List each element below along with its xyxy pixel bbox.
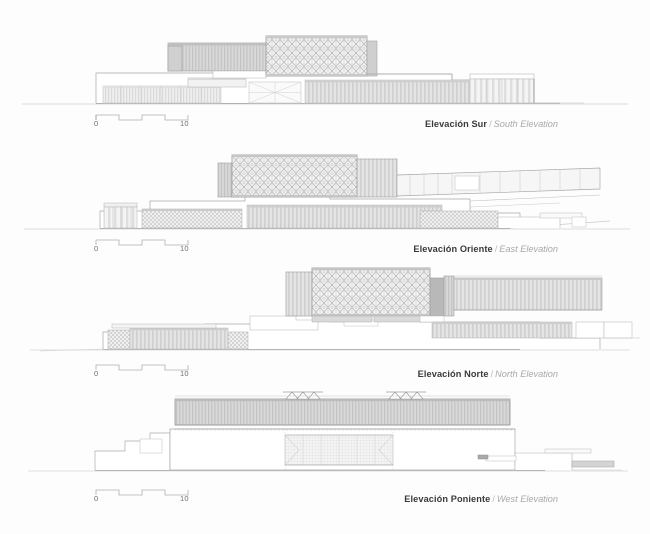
elevation-title-en: South Elevation xyxy=(493,119,558,129)
scale-bar-west xyxy=(90,486,210,510)
panel-footer-west: 0 10 Elevación Poniente/West Elevation xyxy=(0,484,650,510)
elevation-title-es: Elevación Norte xyxy=(417,369,489,379)
elevation-caption-east: Elevación Oriente/East Elevation xyxy=(413,244,558,254)
elevation-caption-west: Elevación Poniente/West Elevation xyxy=(404,494,558,504)
caption-separator: / xyxy=(490,369,494,379)
panel-footer-south: 0 10 Elevación Sur/South Elevation xyxy=(0,109,650,135)
elevation-title-en: East Elevation xyxy=(499,244,558,254)
elevation-panel-south: 0 10 Elevación Sur/South Elevation xyxy=(0,8,650,133)
elevation-drawing-south xyxy=(0,8,650,113)
elevation-panel-west: 0 10 Elevación Poniente/West Elevation xyxy=(0,383,650,508)
scale-label-start: 0 xyxy=(94,119,99,128)
scale-bar-north xyxy=(90,361,210,385)
scale-label-start: 0 xyxy=(94,244,99,253)
scale-label-end: 10 xyxy=(180,369,189,378)
elevation-drawing-east xyxy=(0,133,650,238)
panel-footer-east: 0 10 Elevación Oriente/East Elevation xyxy=(0,234,650,260)
panel-footer-north: 0 10 Elevación Norte/North Elevation xyxy=(0,359,650,385)
scale-bar-south xyxy=(90,111,210,135)
elevation-drawing-west xyxy=(0,383,650,488)
elevation-title-es: Elevación Poniente xyxy=(404,494,491,504)
scale-bar-east xyxy=(90,236,210,260)
caption-separator: / xyxy=(494,244,498,254)
elevation-drawing-north xyxy=(0,258,650,363)
elevation-panel-east: 0 10 Elevación Oriente/East Elevation xyxy=(0,133,650,258)
caption-separator: / xyxy=(492,494,495,504)
elevation-panel-north: 0 10 Elevación Norte/North Elevation xyxy=(0,258,650,383)
elevation-title-en: West Elevation xyxy=(496,494,558,504)
elevation-title-es: Elevación Sur xyxy=(425,119,488,129)
scale-label-start: 0 xyxy=(94,494,99,503)
elevation-title-es: Elevación Oriente xyxy=(413,244,493,254)
caption-separator: / xyxy=(489,119,492,129)
elevation-caption-south: Elevación Sur/South Elevation xyxy=(425,119,558,129)
elevation-title-en: North Elevation xyxy=(495,369,558,379)
scale-label-start: 0 xyxy=(94,369,99,378)
elevation-caption-north: Elevación Norte/North Elevation xyxy=(417,369,558,379)
scale-label-end: 10 xyxy=(180,244,189,253)
scale-label-end: 10 xyxy=(180,494,189,503)
scale-label-end: 10 xyxy=(180,119,189,128)
